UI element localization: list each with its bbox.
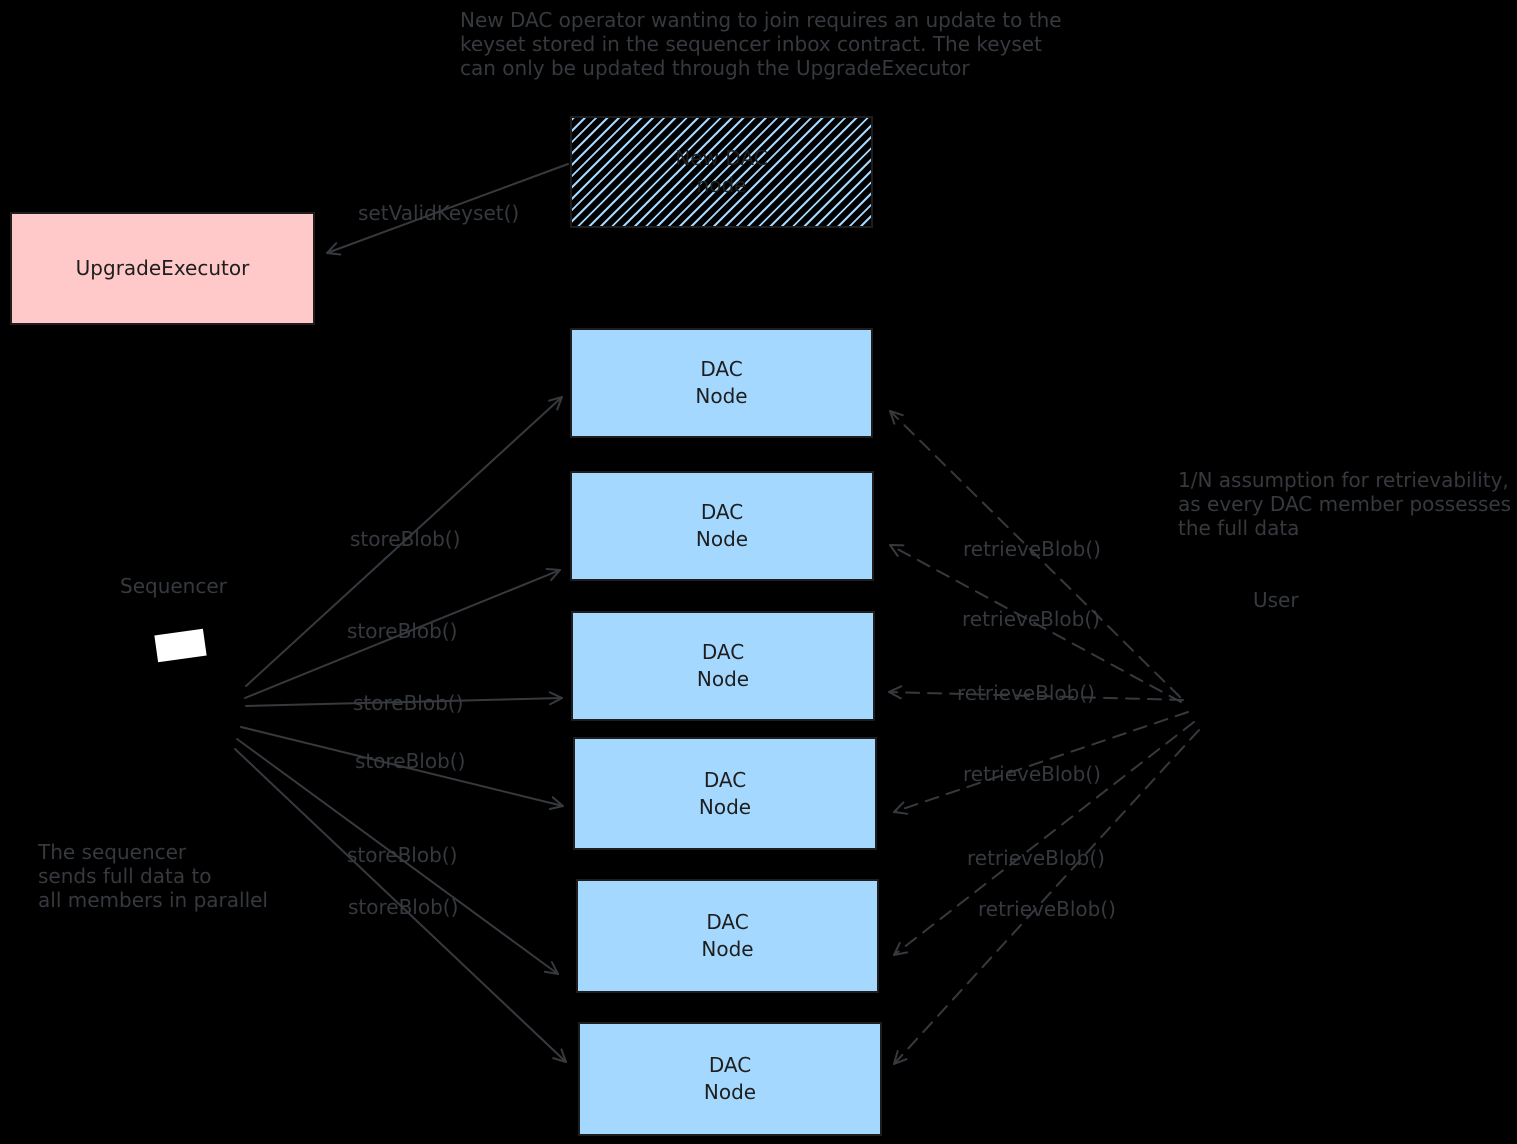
retrieve-blob-label-4: retrieveBlob(): [963, 762, 1101, 786]
retrieve-blob-label-3: retrieveBlob(): [957, 681, 1095, 705]
store-blob-label-5: storeBlob(): [347, 843, 458, 867]
retrieve-blob-arrow-5: [893, 721, 1195, 956]
retrieve-blob-arrow-1: [889, 410, 1181, 698]
store-blob-arrow-3: [245, 691, 563, 707]
note-keyset-update: New DAC operator wanting to join require…: [460, 8, 1062, 80]
store-blob-label-3: storeBlob(): [353, 691, 464, 715]
user-label: User: [1253, 588, 1299, 612]
set-valid-keyset-arrow: [326, 163, 569, 256]
retrieve-blob-label-6: retrieveBlob(): [978, 897, 1116, 921]
store-blob-arrow-2: [244, 567, 561, 699]
store-blob-arrow-5: [236, 738, 559, 975]
dac-node-box-4: DAC Node: [573, 737, 877, 850]
store-blob-label-6: storeBlob(): [348, 895, 459, 919]
dac-node-box-2: DAC Node: [570, 471, 874, 581]
dac-node-box-5: DAC Node: [576, 879, 879, 993]
dac-node-box-1: DAC Node: [570, 328, 873, 438]
store-blob-arrow-6: [234, 748, 567, 1063]
new-dac-node-box: New DAC node: [570, 116, 873, 228]
retrieve-blob-label-5: retrieveBlob(): [967, 846, 1105, 870]
dac-node-box-6: DAC Node: [578, 1022, 882, 1136]
store-blob-arrow-4: [240, 726, 564, 810]
upgrade-executor-box: UpgradeExecutor: [10, 212, 315, 325]
store-blob-arrow-1: [245, 396, 563, 687]
store-blob-label-4: storeBlob(): [355, 749, 466, 773]
retrieve-blob-arrow-4: [893, 711, 1189, 815]
dac-node-box-3: DAC Node: [571, 611, 875, 721]
retrieve-blob-arrow-6: [893, 729, 1200, 1065]
retrieve-blob-label-1: retrieveBlob(): [963, 537, 1101, 561]
retrieve-blob-arrow-3: [888, 685, 1184, 701]
store-blob-label-2: storeBlob(): [347, 619, 458, 643]
retrieve-blob-arrow-2: [889, 544, 1182, 703]
store-blob-label-1: storeBlob(): [350, 527, 461, 551]
retrieve-blob-label-2: retrieveBlob(): [962, 607, 1100, 631]
sequencer-label: Sequencer: [120, 574, 227, 598]
note-one-of-n-assumption: 1/N assumption for retrievability, as ev…: [1178, 468, 1512, 540]
set-valid-keyset-label: setValidKeyset(): [358, 201, 520, 225]
note-sequencer-parallel: The sequencer sends full data to all mem…: [38, 840, 268, 912]
